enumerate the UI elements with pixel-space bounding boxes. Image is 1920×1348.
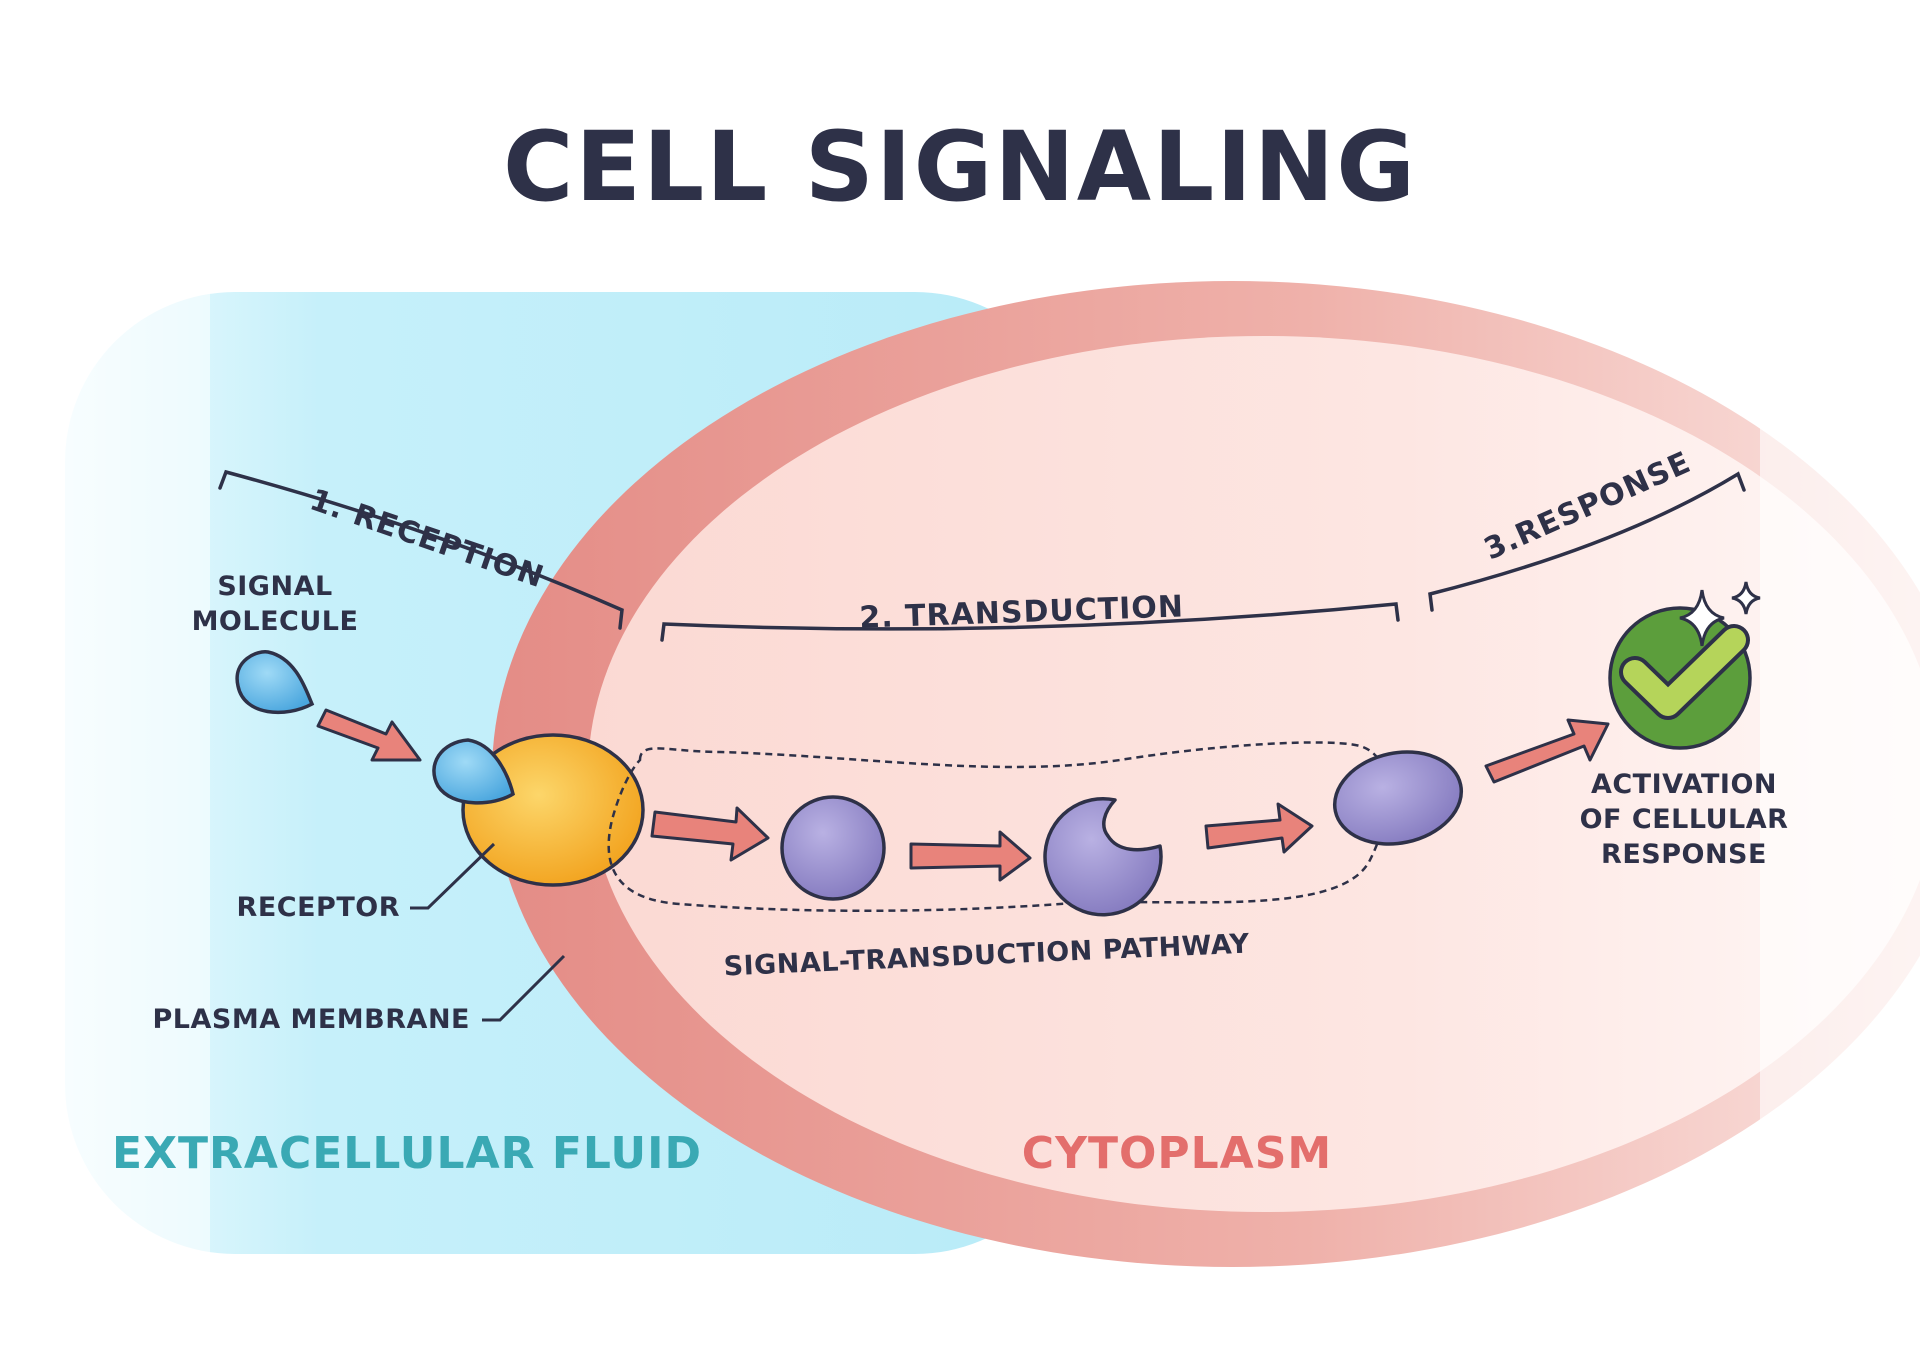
- activation-label-2: OF CELLULAR: [1580, 804, 1789, 835]
- arrow-pathway-1: [650, 806, 770, 862]
- receptor-label: RECEPTOR: [237, 892, 400, 923]
- check-mark-icon: [1608, 606, 1752, 750]
- response-bracket: [1428, 471, 1746, 612]
- receptor-leader: [410, 842, 496, 910]
- extracellular-fluid-label: EXTRACELLULAR FLUID: [112, 1128, 702, 1179]
- activation-label-1: ACTIVATION: [1591, 769, 1777, 800]
- signal-molecule-label-2: MOLECULE: [192, 606, 359, 637]
- arrow-pathway-2: [909, 830, 1032, 882]
- signal-molecule-label-1: SIGNAL: [217, 571, 332, 602]
- page-title: CELL SIGNALING: [503, 111, 1417, 223]
- arrow-pathway-3: [1204, 802, 1314, 854]
- cytoplasm-label: CYTOPLASM: [1022, 1128, 1332, 1179]
- right-fade: [1760, 260, 1920, 1300]
- activation-label-3: RESPONSE: [1601, 839, 1767, 870]
- arrow-to-receptor: [316, 708, 422, 762]
- transduction-bracket: [660, 602, 1400, 642]
- left-fade: [40, 280, 210, 1270]
- pathway-boundary: [607, 741, 1389, 913]
- reception-bracket: [218, 469, 624, 630]
- cytoplasm-region: [588, 336, 1920, 1212]
- relay-protein-2: [1043, 797, 1163, 917]
- sparkle-icon-small: [1731, 581, 1761, 615]
- relay-protein-1: [780, 795, 886, 901]
- plasma-membrane-leader: [482, 954, 566, 1022]
- signal-molecule: [235, 650, 315, 715]
- bound-signal-molecule: [432, 738, 516, 805]
- arrow-to-response: [1484, 718, 1610, 784]
- receptor: [461, 733, 645, 887]
- plasma-membrane-label: PLASMA MEMBRANE: [153, 1004, 471, 1035]
- sparkle-icon: [1679, 589, 1725, 647]
- relay-protein-3: [1332, 750, 1464, 846]
